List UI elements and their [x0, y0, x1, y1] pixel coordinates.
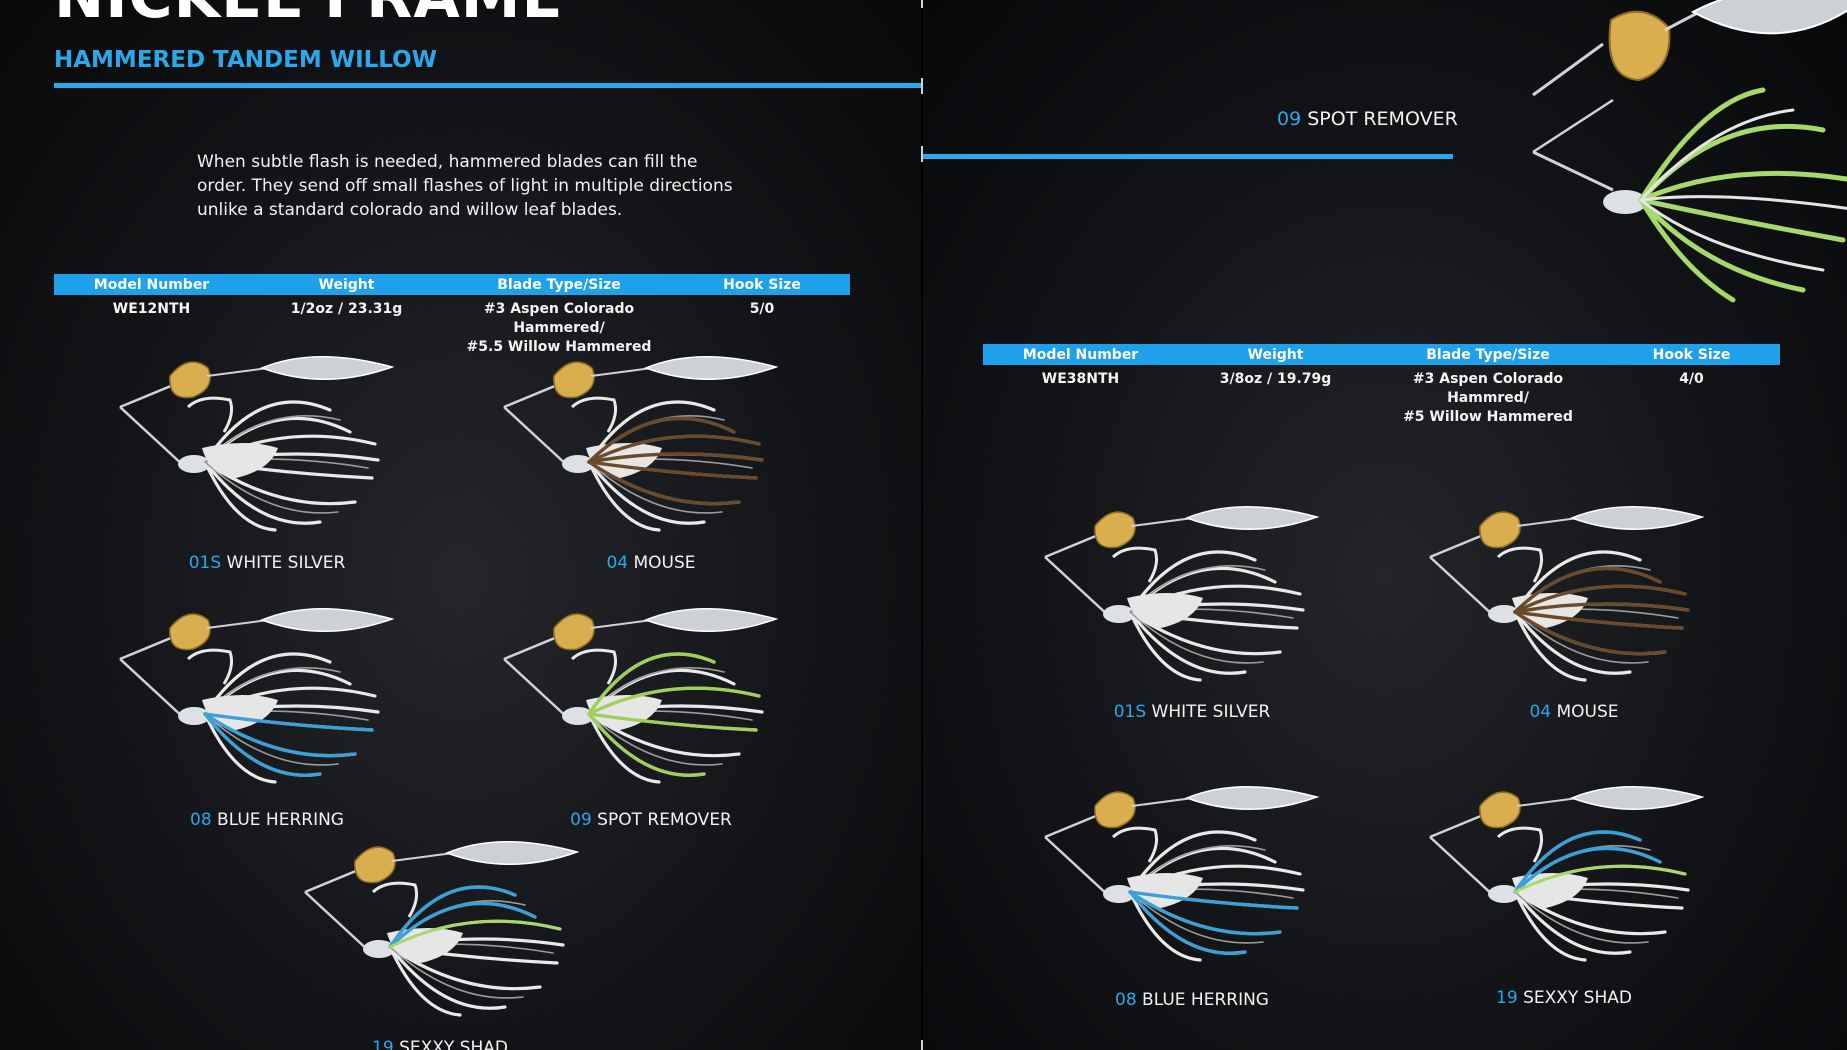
hook-size-cell: 4/0 [1679, 371, 1704, 387]
col-weight: Weight [1178, 344, 1373, 365]
color-name: BLUE HERRING [217, 810, 344, 830]
color-name: MOUSE [633, 553, 696, 573]
color-name: BLUE HERRING [1142, 990, 1269, 1010]
color-code: 09 [570, 810, 592, 830]
col-blade-type: Blade Type/Size [444, 274, 674, 295]
col-hook-size: Hook Size [674, 274, 850, 295]
spec-header-row: Model Number Weight Blade Type/Size Hook… [54, 274, 850, 295]
page-subtitle: HAMMERED TANDEM WILLOW [54, 47, 438, 73]
left-catalog-page: NICKEL FRAME HAMMERED TANDEM WILLOW When… [0, 0, 921, 1050]
color-caption: 01S WHITE SILVER [117, 553, 417, 573]
featured-lure-image [1532, 0, 1847, 303]
color-code: 01S [188, 553, 222, 573]
spec-row: WE38NTH 3/8oz / 19.79g #3 Aspen Colorado… [983, 365, 1780, 428]
color-caption: 08 BLUE HERRING [1042, 990, 1342, 1010]
weight-cell: 1/2oz / 23.31g [290, 301, 403, 317]
right-catalog-page: 09 SPOT REMOVER Model Number Weight Blad… [923, 0, 1847, 1050]
blade-line-2: #5.5 Willow Hammered [466, 339, 652, 355]
page-title: NICKEL FRAME [54, 0, 564, 32]
product-description: When subtle flash is needed, hammered bl… [197, 152, 733, 220]
lure-image-spot-remover [494, 604, 794, 789]
color-name: WHITE SILVER [1151, 702, 1271, 722]
spec-header-row: Model Number Weight Blade Type/Size Hook… [983, 344, 1780, 365]
blade-line-1: #3 Aspen Colorado Hammred/ [1412, 371, 1564, 406]
color-caption: 09 SPOT REMOVER [501, 810, 801, 830]
color-name: MOUSE [1556, 702, 1619, 722]
blade-line-2: #5 Willow Hammered [1403, 409, 1573, 425]
color-code: 19 [1496, 988, 1518, 1008]
color-caption: 04 MOUSE [1424, 702, 1724, 722]
page-divider [921, 0, 923, 1050]
hook-size-cell: 5/0 [749, 301, 775, 317]
color-code: 04 [606, 553, 629, 573]
color-code: 04 [1529, 702, 1552, 722]
color-caption: 04 MOUSE [501, 553, 801, 573]
color-name: SPOT REMOVER [597, 810, 732, 830]
page-edge-mark [921, 78, 923, 94]
color-name: WHITE SILVER [226, 553, 346, 573]
spec-table: Model Number Weight Blade Type/Size Hook… [54, 274, 850, 358]
col-model-number: Model Number [54, 274, 249, 295]
lure-image-white-silver [110, 352, 410, 537]
spec-table: Model Number Weight Blade Type/Size Hook… [983, 344, 1780, 428]
header-rule [923, 154, 1453, 159]
col-weight: Weight [249, 274, 444, 295]
page-edge-mark [921, 0, 923, 8]
color-caption: 08 BLUE HERRING [117, 810, 417, 830]
color-code: 09 [1277, 108, 1302, 130]
featured-color-label: 09 SPOT REMOVER [1277, 108, 1458, 130]
color-caption: 19 SEXXY SHAD [1414, 988, 1714, 1008]
header-rule [54, 83, 921, 88]
lure-image-sexxy-shad [295, 837, 595, 1022]
page-edge-mark [921, 146, 923, 162]
lure-image-blue-herring [1035, 782, 1335, 967]
model-number-cell: WE38NTH [1041, 371, 1120, 387]
lure-image-sexxy-shad [1420, 782, 1720, 967]
color-code: 19 [372, 1038, 394, 1050]
blade-type-cell: #3 Aspen Colorado Hammered/ #5.5 Willow … [444, 295, 674, 358]
color-code: 01S [1113, 702, 1147, 722]
model-number-cell: WE12NTH [112, 301, 191, 317]
spec-row: WE12NTH 1/2oz / 23.31g #3 Aspen Colorado… [54, 295, 850, 358]
color-code: 08 [1115, 990, 1137, 1010]
color-name: SEXXY SHAD [399, 1038, 508, 1050]
page-edge-mark [921, 1040, 923, 1050]
col-blade-type: Blade Type/Size [1373, 344, 1603, 365]
blade-type-cell: #3 Aspen Colorado Hammred/ #5 Willow Ham… [1373, 365, 1603, 428]
blade-line-1: #3 Aspen Colorado Hammered/ [483, 301, 635, 336]
color-caption: 01S WHITE SILVER [1042, 702, 1342, 722]
weight-cell: 3/8oz / 19.79g [1219, 371, 1332, 387]
col-model-number: Model Number [983, 344, 1178, 365]
lure-image-white-silver [1035, 502, 1335, 687]
lure-image-mouse [494, 352, 794, 537]
lure-image-mouse [1420, 502, 1720, 687]
lure-image-blue-herring [110, 604, 410, 789]
color-caption: 19 SEXXY SHAD [290, 1038, 590, 1050]
col-hook-size: Hook Size [1603, 344, 1780, 365]
color-name: SEXXY SHAD [1523, 988, 1632, 1008]
color-code: 08 [190, 810, 212, 830]
color-name: SPOT REMOVER [1307, 108, 1458, 130]
